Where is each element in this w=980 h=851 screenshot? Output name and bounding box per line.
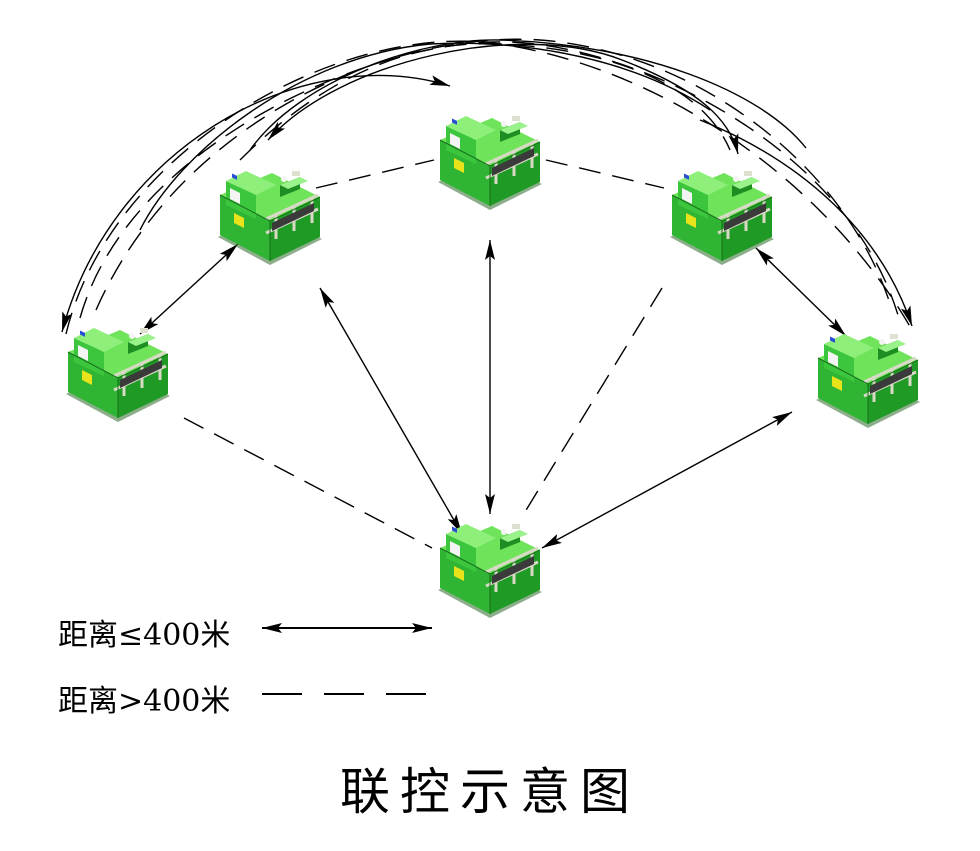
short-range-links [61,39,913,549]
arc-solid [249,39,807,151]
machine-node-icon [64,326,172,424]
link-solid [319,287,463,535]
machine-nodes [64,114,922,620]
arc-solid [267,43,739,155]
arc-solid [61,74,451,333]
link-solid [755,247,847,337]
link-solid [139,243,239,335]
link-dashed [545,159,665,189]
machine-node-icon [216,169,324,267]
machine-node-icon [436,114,544,212]
link-solid [541,411,793,549]
legend-symbols [262,623,432,695]
long-range-links [65,38,913,549]
legend-dashed-label: 距离>400米 [58,684,231,719]
machine-node-icon [436,522,544,620]
arc-solid [699,119,913,327]
diagram-title: 联控示意图 [340,763,640,821]
legend-solid-label: 距离≤400米 [58,618,231,653]
arc-solid [139,42,711,231]
machine-node-icon [814,332,922,430]
link-dashed [315,159,435,189]
link-dashed [183,417,433,549]
link-dashed [519,287,663,521]
